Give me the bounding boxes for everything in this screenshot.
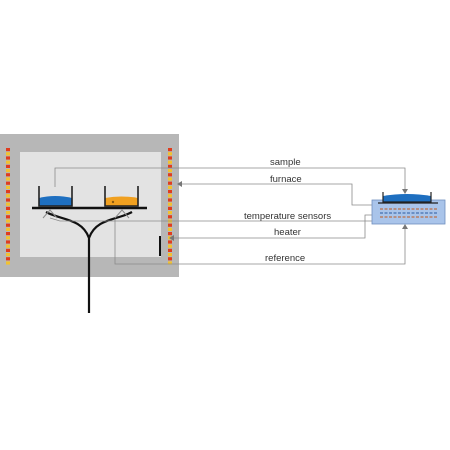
heater-strip-left xyxy=(6,148,10,265)
heater-connector xyxy=(170,214,372,239)
heater-dot-icon xyxy=(168,164,172,168)
heater-dot-icon xyxy=(168,148,172,152)
heater-dot-icon xyxy=(6,198,10,202)
heater-dot-icon xyxy=(168,152,172,156)
heater-dot-icon xyxy=(168,223,172,227)
heater-dot-icon xyxy=(6,240,10,244)
heater-dot-icon xyxy=(168,198,172,202)
furnace-arrow-icon xyxy=(177,181,182,187)
label-temperature-sensors: temperature sensors xyxy=(244,211,331,222)
sample-crucible-walls xyxy=(38,186,73,207)
reference-crucible-walls xyxy=(104,186,139,207)
heater-dot-icon xyxy=(168,177,172,181)
heater-dot-icon xyxy=(6,219,10,223)
heater-dot-icon xyxy=(168,185,172,189)
heater-dot-icon xyxy=(6,257,10,261)
label-reference: reference xyxy=(265,253,305,264)
sample-connector xyxy=(54,167,406,192)
reference-marker xyxy=(111,200,115,204)
heater-dot-icon xyxy=(168,253,172,257)
heater-dot-icon xyxy=(6,215,10,219)
heater-dot-icon xyxy=(168,190,172,194)
controller-unit xyxy=(371,192,446,225)
reference-arrow-icon xyxy=(402,224,408,229)
heater-dot-icon xyxy=(6,261,10,265)
heater-dot-icon xyxy=(168,227,172,231)
controller-sample-liquid xyxy=(383,194,431,202)
heater-dot-icon xyxy=(168,173,172,177)
heater-dot-icon xyxy=(6,148,10,152)
heater-dot-icon xyxy=(168,194,172,198)
heater-dot-icon xyxy=(6,211,10,215)
heater-dot-icon xyxy=(6,227,10,231)
heater-dot-icon xyxy=(168,181,172,185)
heater-dot-icon xyxy=(6,236,10,240)
heater-dot-icon xyxy=(6,152,10,156)
heater-dot-icon xyxy=(6,169,10,173)
heater-dot-icon xyxy=(6,164,10,168)
heater-arrow-icon xyxy=(169,235,174,241)
heater-dot-icon xyxy=(6,248,10,252)
heater-dot-icon xyxy=(6,185,10,189)
heater-dot-icon xyxy=(168,206,172,210)
heater-dot-icon xyxy=(6,190,10,194)
heater-dot-icon xyxy=(168,211,172,215)
heater-dot-icon xyxy=(168,156,172,160)
heater-dot-icon xyxy=(6,223,10,227)
heater-dot-icon xyxy=(168,261,172,265)
reference-crucible xyxy=(104,186,139,207)
reference-connector xyxy=(114,219,406,265)
sample-arrow-icon xyxy=(402,189,408,194)
furnace-connector xyxy=(179,183,372,206)
heater-dot-icon xyxy=(6,202,10,206)
heater-dot-icon xyxy=(168,248,172,252)
heater-dot-icon xyxy=(168,215,172,219)
heater-dot-icon xyxy=(6,232,10,236)
heater-dot-icon xyxy=(168,169,172,173)
heater-strip-right xyxy=(168,148,172,265)
heater-dot-icon xyxy=(6,244,10,248)
label-heater: heater xyxy=(274,227,301,238)
heater-dot-icon xyxy=(6,206,10,210)
heater-dot-icon xyxy=(6,194,10,198)
reference-liquid xyxy=(105,196,138,206)
sample-sensor xyxy=(42,209,58,219)
label-sample: sample xyxy=(270,157,301,168)
holder-stem xyxy=(45,211,133,313)
heater-dot-icon xyxy=(168,244,172,248)
connector-lines xyxy=(49,167,406,265)
heater-dot-icon xyxy=(6,160,10,164)
heater-dot-icon xyxy=(6,181,10,185)
heater-dot-icon xyxy=(6,156,10,160)
controller-crucible xyxy=(382,192,432,203)
heater-dot-icon xyxy=(168,257,172,261)
label-furnace: furnace xyxy=(270,174,302,185)
sample-crucible xyxy=(38,186,73,207)
heater-dot-icon xyxy=(168,160,172,164)
heater-dot-icon xyxy=(6,173,10,177)
controller-box xyxy=(371,199,446,225)
heater-dot-icon xyxy=(168,232,172,236)
sample-liquid xyxy=(39,196,72,206)
heater-dot-icon xyxy=(6,177,10,181)
heater-dot-icon xyxy=(168,202,172,206)
reference-sensor xyxy=(114,209,130,219)
heater-dot-icon xyxy=(168,240,172,244)
heater-dot-icon xyxy=(6,253,10,257)
